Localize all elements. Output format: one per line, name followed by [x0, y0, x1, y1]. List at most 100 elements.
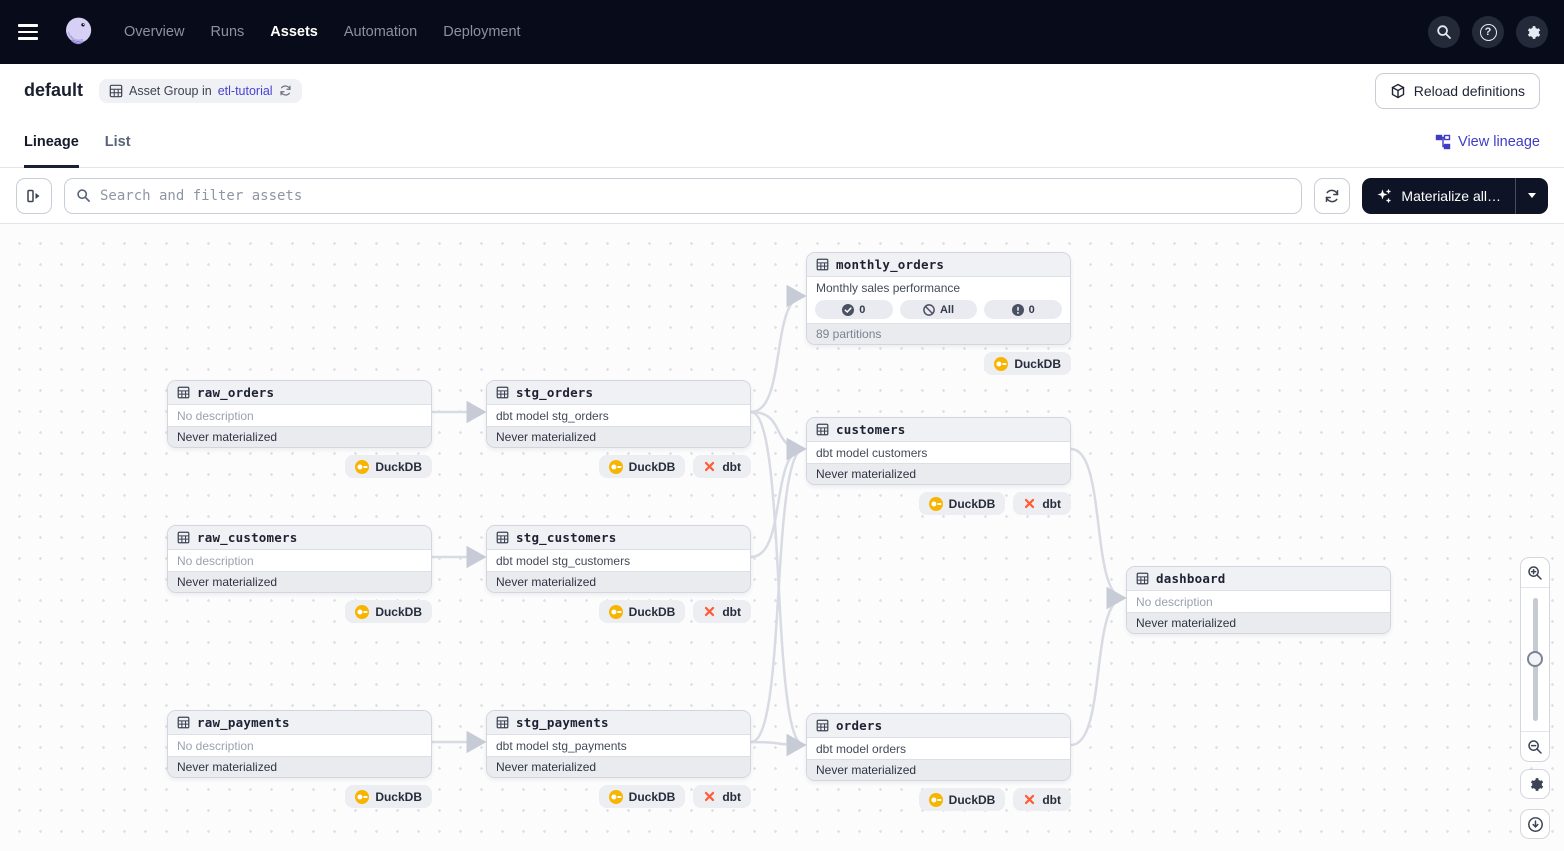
edge-orders-to-dashboard [1070, 586, 1127, 747]
zoom-in-button[interactable] [1521, 558, 1549, 587]
asset-node-raw_payments[interactable]: raw_payments No description Never materi… [167, 710, 432, 808]
table-icon [1136, 572, 1149, 585]
asset-name: monthly_orders [836, 257, 945, 272]
open-panel-button[interactable] [16, 177, 52, 214]
check-icon [842, 303, 855, 316]
edge-stg_payments-to-customers [750, 437, 807, 744]
asset-card[interactable]: orders dbt model orders Never materializ… [806, 713, 1071, 781]
dagster-logo[interactable] [60, 14, 96, 50]
zoom-control [1520, 557, 1550, 762]
asset-node-monthly_orders[interactable]: monthly_orders Monthly sales performance… [806, 252, 1071, 375]
asset-node-orders[interactable]: orders dbt model orders Never materializ… [806, 713, 1071, 811]
download-icon [1527, 816, 1543, 832]
settings-gear-icon[interactable] [1516, 16, 1548, 48]
asset-node-raw_orders[interactable]: raw_orders No description Never material… [167, 380, 432, 478]
asset-status: Never materialized [807, 463, 1070, 484]
asset-card-header: stg_orders [487, 381, 750, 405]
asset-card[interactable]: raw_orders No description Never material… [167, 380, 432, 448]
asset-card[interactable]: stg_customers dbt model stg_customers Ne… [486, 525, 751, 593]
hamburger-menu-icon[interactable] [16, 14, 52, 50]
asset-node-stg_orders[interactable]: stg_orders dbt model stg_orders Never ma… [486, 380, 751, 478]
tag-dbt[interactable]: dbt [1013, 788, 1071, 811]
asset-description: dbt model orders [807, 738, 1070, 759]
help-icon[interactable]: ? [1472, 16, 1504, 48]
asset-card[interactable]: raw_customers No description Never mater… [167, 525, 432, 593]
check-pill-check[interactable]: 0 [815, 300, 893, 319]
table-icon [496, 386, 509, 399]
tag-label: DuckDB [1014, 356, 1061, 371]
nav-item-assets[interactable]: Assets [270, 24, 318, 40]
tag-duckdb[interactable]: DuckDB [345, 455, 432, 478]
asset-card-header: stg_customers [487, 526, 750, 550]
search-icon[interactable] [1428, 16, 1460, 48]
asset-card-header: dashboard [1127, 567, 1390, 591]
asset-tags: DuckDB [806, 352, 1071, 375]
asset-card-header: raw_orders [168, 381, 431, 405]
tag-dbt[interactable]: dbt [1013, 492, 1071, 515]
edge-stg_customers-to-customers [750, 437, 807, 559]
tag-dbt[interactable]: dbt [693, 785, 751, 808]
zoom-out-button[interactable] [1521, 732, 1549, 761]
tag-duckdb[interactable]: DuckDB [598, 600, 686, 623]
duckdb-icon [355, 604, 370, 619]
asset-name: raw_customers [197, 530, 298, 545]
check-pill-alert[interactable]: 0 [984, 300, 1063, 319]
asset-node-stg_payments[interactable]: stg_payments dbt model stg_payments Neve… [486, 710, 751, 808]
search-icon [77, 189, 90, 202]
nav-item-deployment[interactable]: Deployment [443, 24, 521, 40]
tag-duckdb[interactable]: DuckDB [345, 785, 432, 808]
asset-card[interactable]: stg_payments dbt model stg_payments Neve… [486, 710, 751, 778]
materialize-options-dropdown[interactable] [1516, 178, 1548, 214]
graph-settings-button[interactable] [1520, 769, 1550, 799]
asset-card[interactable]: raw_payments No description Never materi… [167, 710, 432, 778]
zoom-slider[interactable] [1521, 588, 1549, 731]
asset-card-header: customers [807, 418, 1070, 442]
duckdb-icon [608, 459, 623, 474]
refresh-icon[interactable] [279, 84, 292, 97]
materialize-all-button[interactable]: Materialize all… [1362, 178, 1515, 214]
tag-label: dbt [722, 789, 741, 804]
refresh-button[interactable] [1314, 177, 1351, 214]
view-lineage-link[interactable]: View lineage [1435, 117, 1540, 167]
zoom-slider-thumb[interactable] [1527, 651, 1543, 667]
reload-definitions-button[interactable]: Reload definitions [1374, 72, 1540, 109]
tag-duckdb[interactable]: DuckDB [345, 600, 432, 623]
asset-description: Monthly sales performance [807, 277, 1070, 298]
duckdb-icon [928, 792, 943, 807]
asset-node-customers[interactable]: customers dbt model customers Never mate… [806, 417, 1071, 515]
tag-duckdb[interactable]: DuckDB [598, 455, 686, 478]
tab-list[interactable]: List [104, 134, 131, 150]
tag-duckdb[interactable]: DuckDB [918, 492, 1006, 515]
graph-toolbar: Materialize all… [0, 168, 1564, 224]
nav-item-automation[interactable]: Automation [343, 24, 418, 40]
tag-label: DuckDB [375, 789, 422, 804]
asset-name: customers [836, 422, 906, 437]
asset-node-raw_customers[interactable]: raw_customers No description Never mater… [167, 525, 432, 623]
tab-lineage[interactable]: Lineage [24, 117, 79, 168]
asset-name: stg_customers [516, 530, 617, 545]
asset-node-dashboard[interactable]: dashboard No description Never materiali… [1126, 566, 1391, 634]
nav-item-runs[interactable]: Runs [210, 24, 245, 40]
check-pill-slash[interactable]: All [899, 300, 978, 319]
dbt-icon [705, 791, 715, 802]
asset-status: Never materialized [487, 571, 750, 592]
asset-card[interactable]: stg_orders dbt model stg_orders Never ma… [486, 380, 751, 448]
tag-dbt[interactable]: dbt [693, 600, 751, 623]
download-image-button[interactable] [1520, 809, 1550, 839]
asset-node-stg_customers[interactable]: stg_customers dbt model stg_customers Ne… [486, 525, 751, 623]
code-location-link[interactable]: etl-tutorial [217, 83, 273, 98]
tag-duckdb[interactable]: DuckDB [918, 788, 1006, 811]
nav-item-overview[interactable]: Overview [124, 24, 185, 40]
lineage-edges [431, 284, 1127, 757]
asset-search-input[interactable] [100, 187, 1291, 204]
tag-label: DuckDB [628, 604, 676, 619]
asset-card[interactable]: customers dbt model customers Never mate… [806, 417, 1071, 485]
tag-dbt[interactable]: dbt [693, 455, 751, 478]
asset-name: raw_payments [197, 715, 290, 730]
asset-card[interactable]: monthly_orders Monthly sales performance… [806, 252, 1071, 345]
lineage-canvas[interactable]: monthly_orders Monthly sales performance… [0, 224, 1564, 851]
tag-duckdb[interactable]: DuckDB [984, 352, 1071, 375]
tag-duckdb[interactable]: DuckDB [598, 785, 686, 808]
tag-label: DuckDB [375, 604, 422, 619]
asset-card[interactable]: dashboard No description Never materiali… [1126, 566, 1391, 634]
